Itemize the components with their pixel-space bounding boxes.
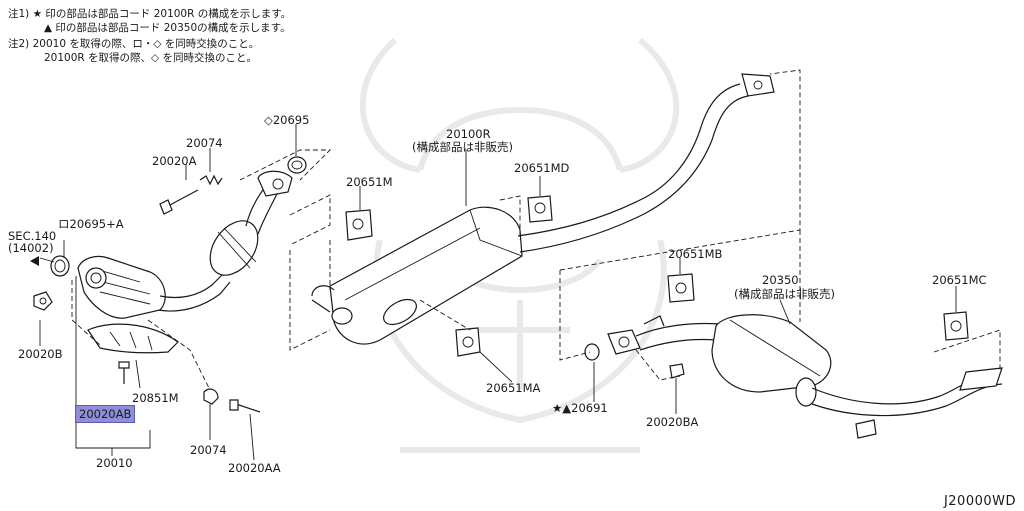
label-20350-sub: (構成部品は非販売)	[734, 287, 835, 301]
label-20010[interactable]: 20010	[96, 456, 133, 470]
label-20020AA[interactable]: 20020AA	[228, 461, 281, 475]
catalytic-converter	[77, 170, 293, 354]
label-20020AB[interactable]: 20020AB	[74, 405, 136, 423]
label-20100R-sub: (構成部品は非販売)	[412, 140, 513, 154]
note-2-line-1: 注2) 20010 を取得の際、ロ・◇ を同時交換のこと。	[8, 38, 260, 50]
label-20651MD[interactable]: 20651MD	[514, 161, 570, 175]
label-20074-top[interactable]: 20074	[186, 136, 223, 150]
label-20020A[interactable]: 20020A	[152, 154, 197, 168]
dashed-guides	[39, 69, 1001, 461]
label-20651M[interactable]: 20651M	[346, 175, 393, 189]
label-20651MB[interactable]: 20651MB	[668, 247, 723, 261]
label-20100R[interactable]: 20100R	[446, 127, 491, 141]
label-20020BA[interactable]: 20020BA	[646, 415, 699, 429]
label-20350[interactable]: 20350	[762, 273, 799, 287]
highlighted-part-20020AB[interactable]: 20020AB	[74, 405, 136, 423]
note-1-line-1: 注1) ★ 印の部品は部品コード 20100R の構成を示します。	[8, 8, 292, 20]
label-20851M[interactable]: 20851M	[132, 391, 179, 405]
label-sec140-sub: (14002)	[8, 241, 54, 255]
label-20695A[interactable]: ロ20695+A	[58, 217, 124, 231]
note-2-line-2: 20100R を取得の際、◇ を同時交換のこと。	[44, 52, 257, 64]
label-20074-bottom[interactable]: 20074	[190, 443, 227, 457]
small-parts	[33, 156, 307, 413]
note-1-line-2: ▲ 印の部品は部品コード 20350の構成を示します。	[44, 22, 291, 34]
label-20691[interactable]: ★▲20691	[552, 401, 608, 415]
label-sec140[interactable]: SEC.140	[8, 229, 57, 243]
label-20695[interactable]: ◇20695	[264, 113, 310, 127]
rubber-hangers	[345, 195, 969, 357]
label-20651MC[interactable]: 20651MC	[932, 273, 987, 287]
diagram-code: J20000WD	[943, 494, 1016, 509]
center-muffler	[311, 73, 775, 345]
main-muffler	[584, 314, 1003, 439]
label-20020B[interactable]: 20020B	[18, 347, 63, 361]
sec-arrow-icon[interactable]	[30, 256, 39, 266]
label-20651MA[interactable]: 20651MA	[486, 381, 541, 395]
